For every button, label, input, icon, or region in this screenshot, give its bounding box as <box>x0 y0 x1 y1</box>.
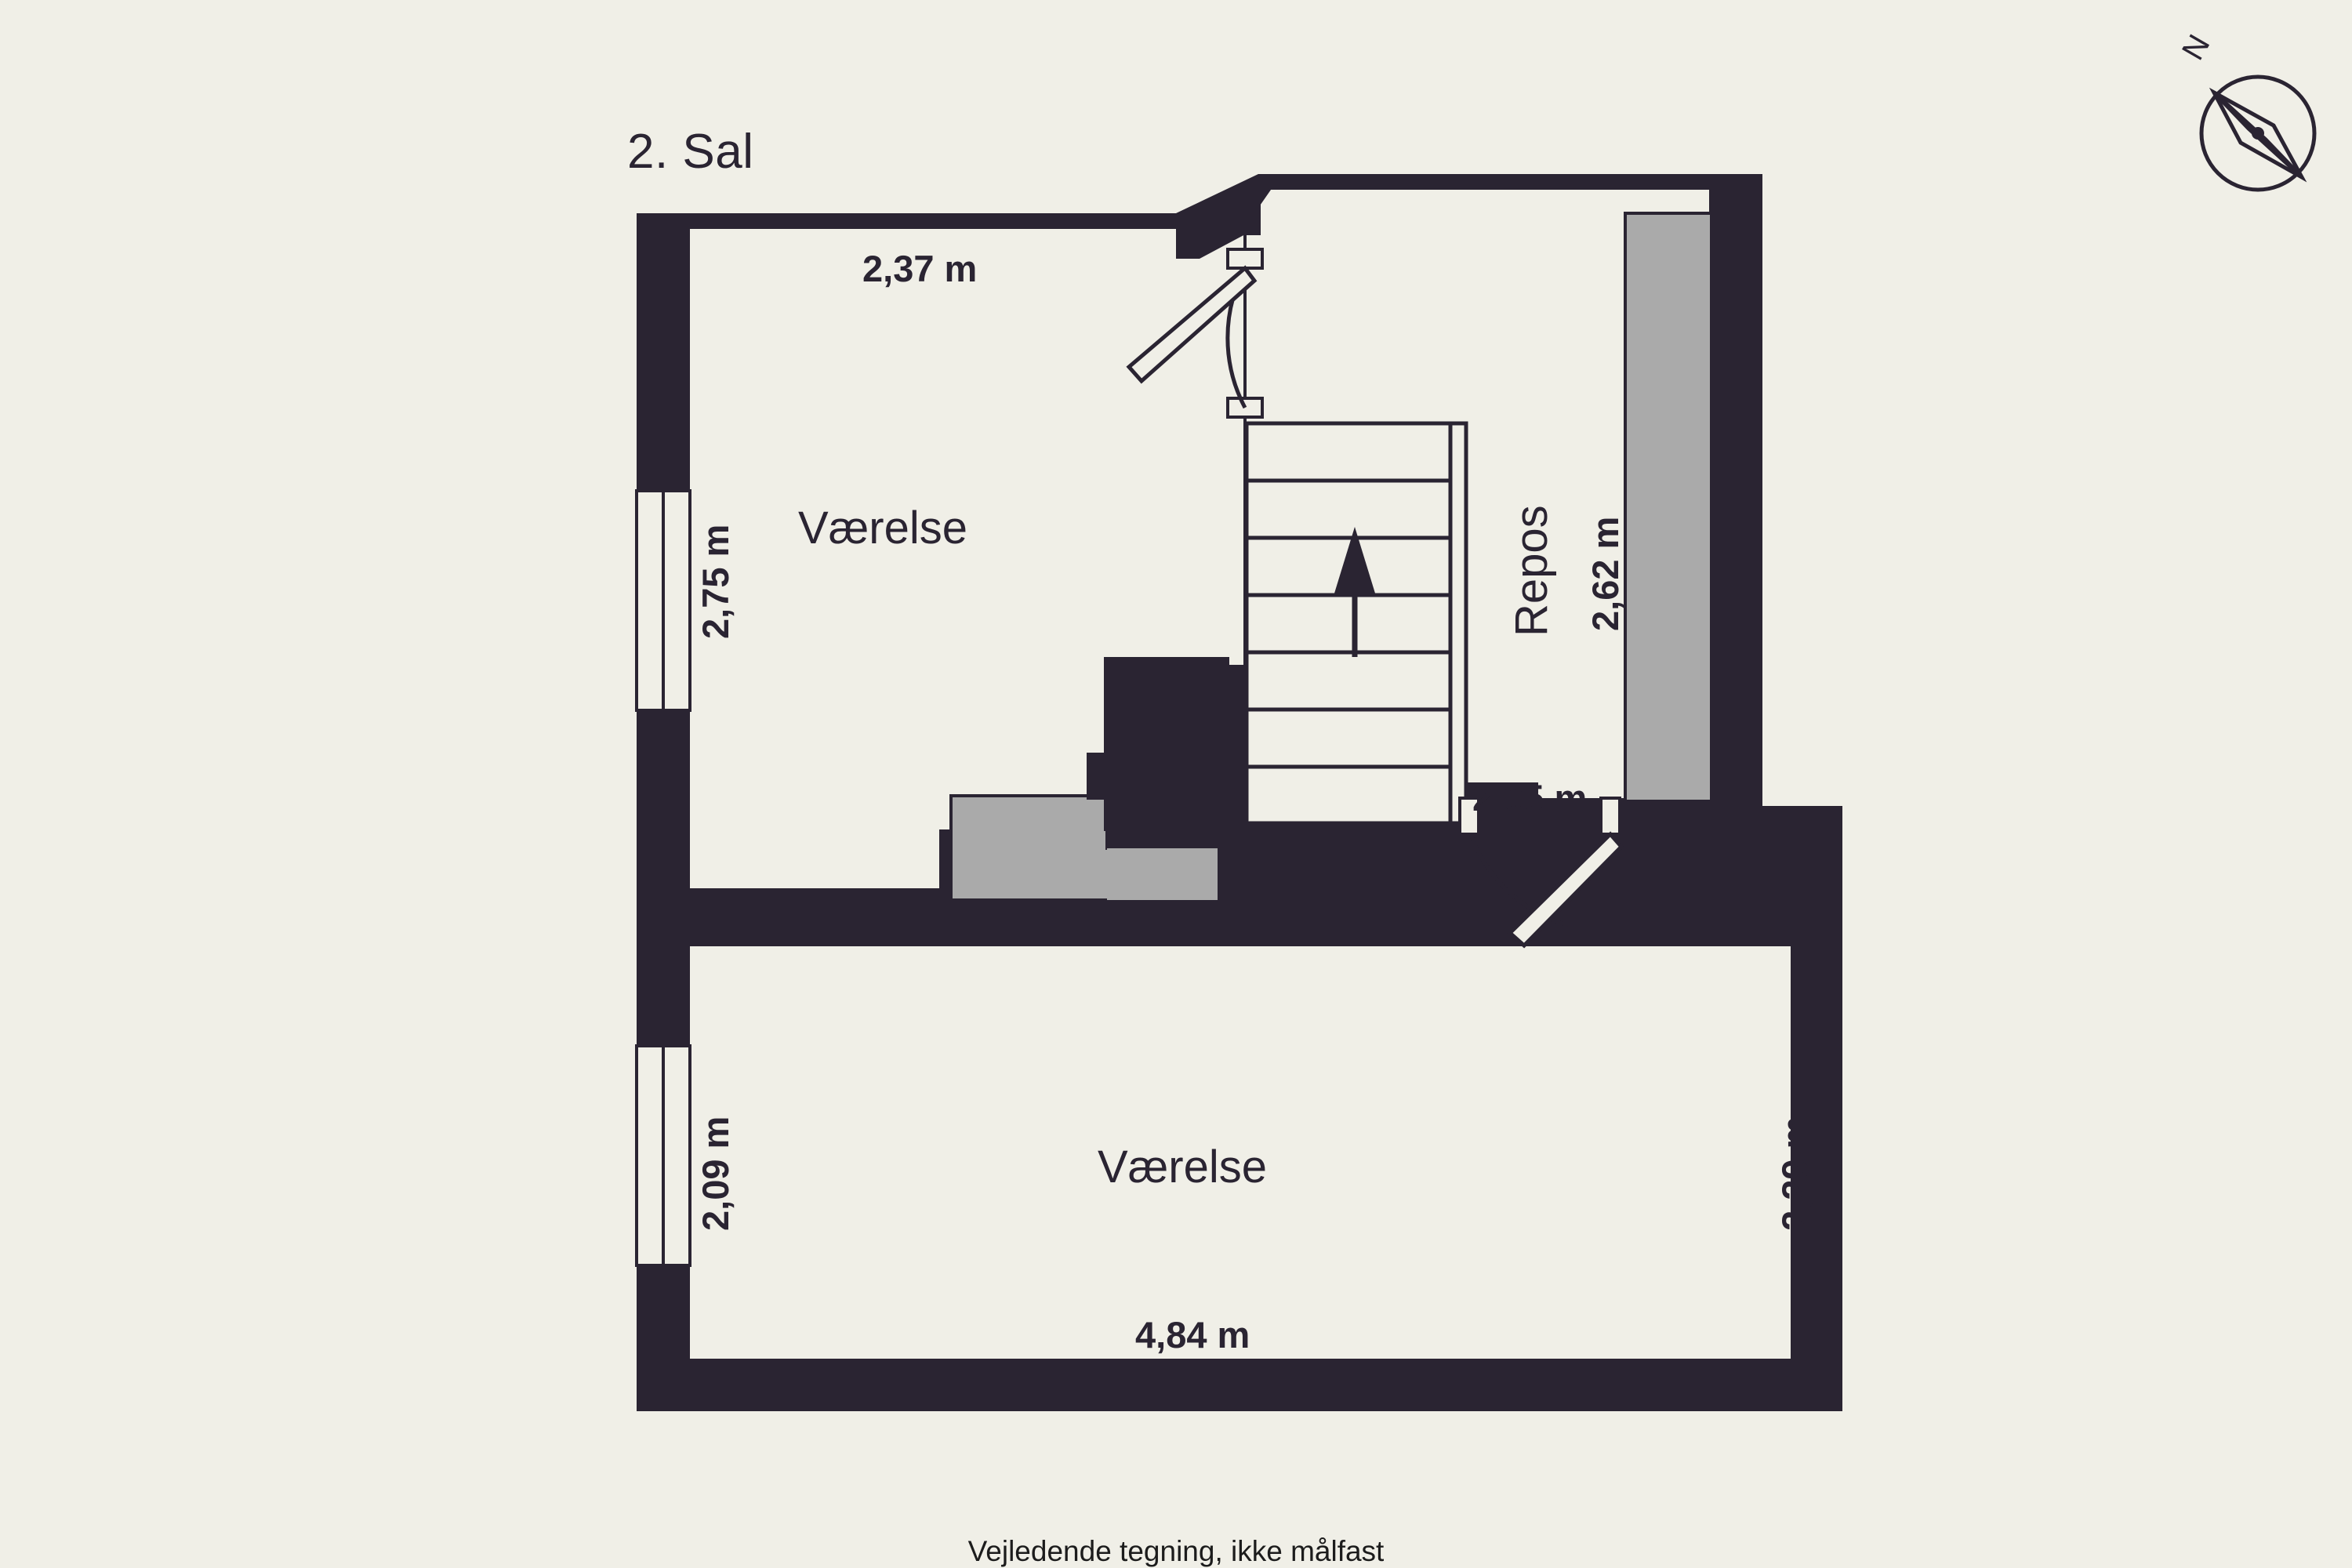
door-top <box>1126 248 1264 419</box>
room-interiors <box>687 187 1794 1362</box>
dimension-repos: 2,62 m <box>1584 516 1626 631</box>
staircase <box>1244 421 1468 826</box>
dimension-left-lower: 2,09 m <box>695 1116 736 1231</box>
sloped-ceiling-areas <box>949 212 1713 902</box>
interior-wall-pillar <box>1087 657 1229 831</box>
dimension-right-lower: 2,29 m <box>1774 1116 1816 1231</box>
dimension-bottom: 4,84 m <box>1135 1314 1250 1356</box>
angled-wall-segment <box>1176 174 1261 259</box>
window-left-upper <box>635 489 691 712</box>
room-label-vaerelse-top: Værelse <box>798 503 967 554</box>
room-label-vaerelse-bottom: Værelse <box>1098 1142 1267 1192</box>
dimension-top: 2,37 m <box>862 248 978 289</box>
compass-rose-icon <box>2199 74 2317 192</box>
dimension-left-upper: 2,75 m <box>695 524 736 639</box>
stairs-up-arrow-icon <box>1334 527 1376 657</box>
page-title: 2. Sal <box>627 125 754 179</box>
door-repos <box>1458 797 1624 949</box>
room-label-repos: Repos <box>1506 505 1557 637</box>
dimension-repos-door: 2,05 m <box>1472 777 1588 818</box>
disclaimer-caption: Vejledende tegning, ikke målfast <box>967 1535 1385 1567</box>
window-left-lower <box>635 1044 691 1267</box>
